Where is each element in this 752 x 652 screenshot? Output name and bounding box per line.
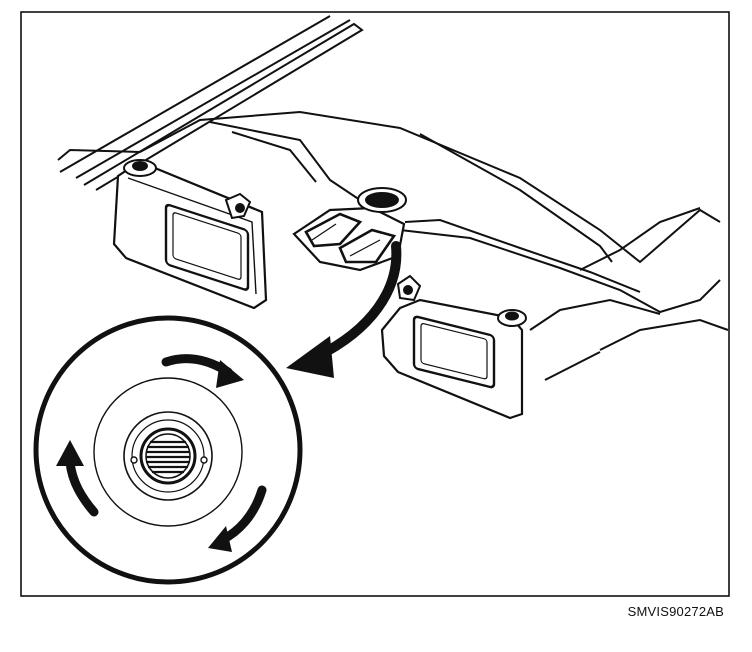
left-visor-hinge [123, 159, 252, 220]
rotation-arrows [56, 354, 267, 552]
rotation-arrow-bottom [208, 485, 267, 552]
dome-lamp-lens [130, 427, 208, 485]
left-vanity-mirror [164, 203, 250, 291]
figure-code-label: SMVIS90272AB [627, 604, 724, 619]
right-visor-hinge [396, 274, 527, 327]
detail-pointer-arrow [286, 241, 402, 378]
headliner-panel [57, 110, 729, 381]
figure-frame [20, 11, 730, 597]
overhead-console [292, 206, 406, 272]
dome-lamp-small [357, 187, 407, 213]
right-sun-visor [380, 298, 524, 420]
left-sun-visor [112, 164, 268, 310]
rotation-arrow-left [56, 440, 99, 517]
right-vanity-mirror [412, 315, 496, 389]
rotation-arrow-top [161, 354, 244, 388]
